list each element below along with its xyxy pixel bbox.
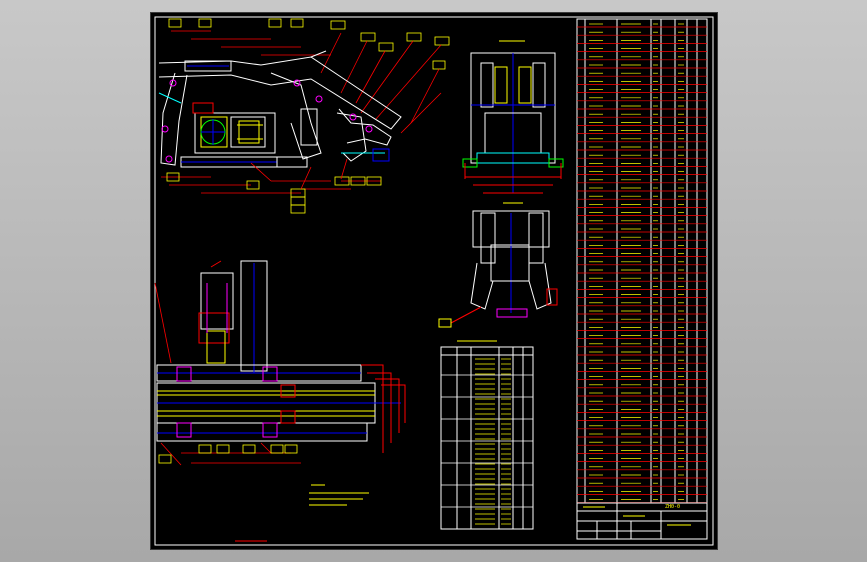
drawing-canvas[interactable]: ZH0-0 [151,13,717,549]
parts-list[interactable] [576,18,708,504]
upper-balloon-labels [168,18,450,134]
title-block[interactable]: ZH0-0 [576,502,708,540]
hydraulic-cylinder [180,60,308,168]
detail-table-rows [441,374,533,508]
detail-table-marks [475,358,511,525]
drawing-number: ZH0-0 [665,504,680,510]
section-view-bottom[interactable] [438,202,558,328]
technical-notes [235,484,369,542]
boom-structure [158,50,402,162]
mechanism-side-view[interactable] [158,18,450,214]
lower-balloon-labels [161,158,382,214]
parts-list-marks [589,23,684,500]
plan-view-bottom[interactable] [154,260,406,466]
parts-list-rows [577,26,707,503]
detail-table[interactable] [440,340,534,530]
front-bucket [293,79,392,162]
drive-unit [192,102,276,154]
drawing-sheet[interactable]: ZH0-0 [150,12,718,550]
section-view-top[interactable] [462,40,564,194]
rear-arm [158,72,188,166]
sheet-border [154,16,714,546]
